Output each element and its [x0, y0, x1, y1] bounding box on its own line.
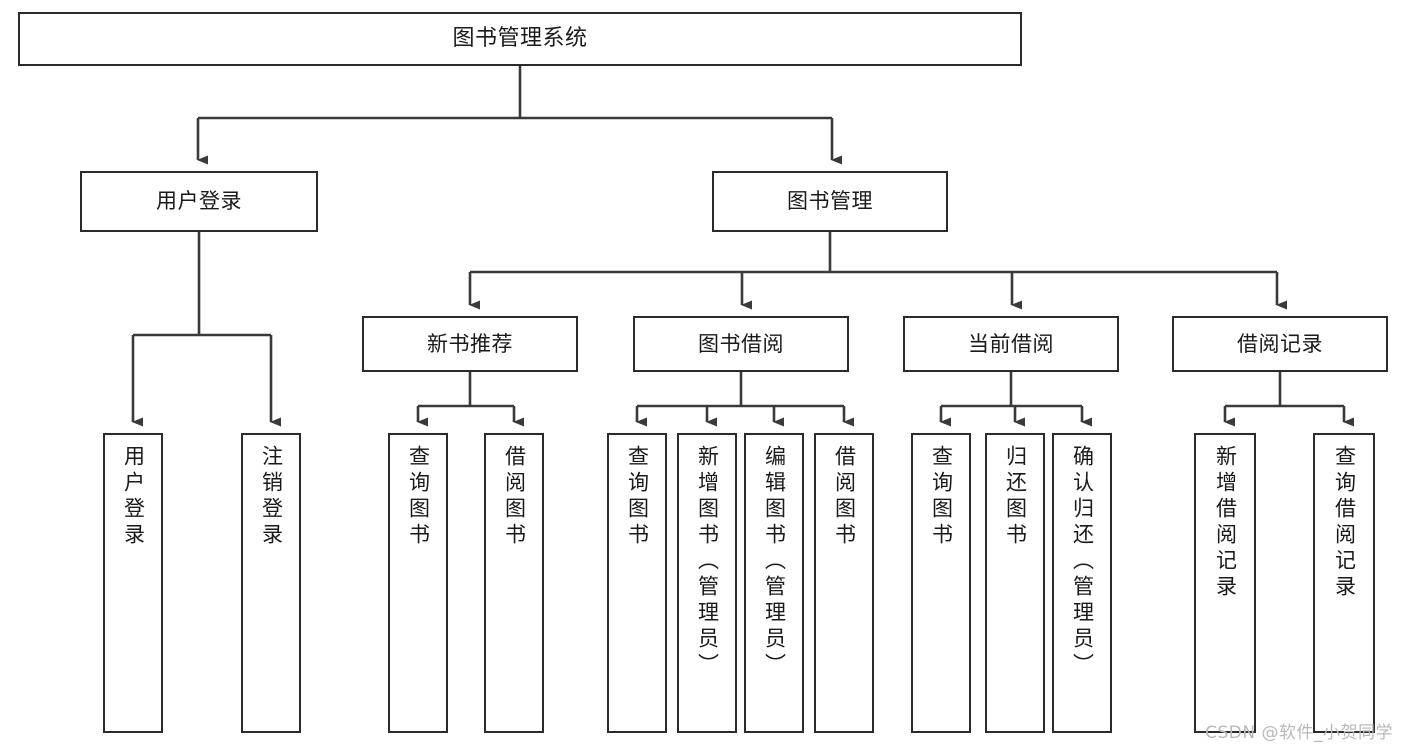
node-book-management[interactable]: 图书管理	[712, 171, 948, 232]
leaf-query-borrow-record[interactable]: 查询借阅记录	[1313, 433, 1375, 733]
leaf-query-book-recommend-label: 查询图书	[406, 445, 431, 549]
leaf-user-logout[interactable]: 注销登录	[241, 433, 301, 733]
node-new-book-recommend-label: 新书推荐	[427, 331, 513, 356]
node-new-book-recommend[interactable]: 新书推荐	[362, 316, 578, 372]
node-user-login[interactable]: 用户登录	[80, 171, 318, 232]
leaf-confirm-return-admin-label: 确认归还（管理员）	[1070, 445, 1095, 679]
node-borrow-record-label: 借阅记录	[1237, 331, 1323, 356]
leaf-add-borrow-record[interactable]: 新增借阅记录	[1194, 433, 1256, 733]
leaf-query-borrow-record-label: 查询借阅记录	[1332, 445, 1357, 601]
leaf-query-book[interactable]: 查询图书	[607, 433, 667, 733]
leaf-user-login-label: 用户登录	[121, 445, 146, 549]
leaf-edit-book-admin-label: 编辑图书（管理员）	[762, 445, 787, 679]
leaf-return-book-label: 归还图书	[1003, 445, 1028, 549]
leaf-add-book-admin[interactable]: 新增图书（管理员）	[677, 433, 737, 733]
leaf-user-logout-label: 注销登录	[259, 445, 284, 549]
leaf-add-book-admin-label: 新增图书（管理员）	[695, 445, 720, 679]
node-current-borrow[interactable]: 当前借阅	[903, 316, 1119, 372]
leaf-borrow-book-recommend[interactable]: 借阅图书	[484, 433, 544, 733]
node-book-borrow-label: 图书借阅	[698, 331, 784, 356]
node-book-management-label: 图书管理	[787, 189, 873, 214]
leaf-add-borrow-record-label: 新增借阅记录	[1213, 445, 1238, 601]
leaf-borrow-book[interactable]: 借阅图书	[814, 433, 874, 733]
leaf-confirm-return-admin[interactable]: 确认归还（管理员）	[1052, 433, 1112, 733]
node-current-borrow-label: 当前借阅	[968, 331, 1054, 356]
node-user-login-label: 用户登录	[156, 189, 242, 214]
leaf-edit-book-admin[interactable]: 编辑图书（管理员）	[744, 433, 804, 733]
watermark: CSDN @软件_小贺同学	[1205, 723, 1393, 743]
leaf-user-login[interactable]: 用户登录	[103, 433, 163, 733]
leaf-return-book[interactable]: 归还图书	[985, 433, 1045, 733]
node-book-borrow[interactable]: 图书借阅	[633, 316, 849, 372]
leaf-query-book-current[interactable]: 查询图书	[911, 433, 971, 733]
node-borrow-record[interactable]: 借阅记录	[1172, 316, 1388, 372]
node-root-label: 图书管理系统	[452, 26, 588, 52]
leaf-query-book-recommend[interactable]: 查询图书	[388, 433, 448, 733]
node-root[interactable]: 图书管理系统	[18, 12, 1022, 66]
leaf-borrow-book-label: 借阅图书	[832, 445, 857, 549]
leaf-query-book-label: 查询图书	[625, 445, 650, 549]
leaf-borrow-book-recommend-label: 借阅图书	[502, 445, 527, 549]
leaf-query-book-current-label: 查询图书	[929, 445, 954, 549]
